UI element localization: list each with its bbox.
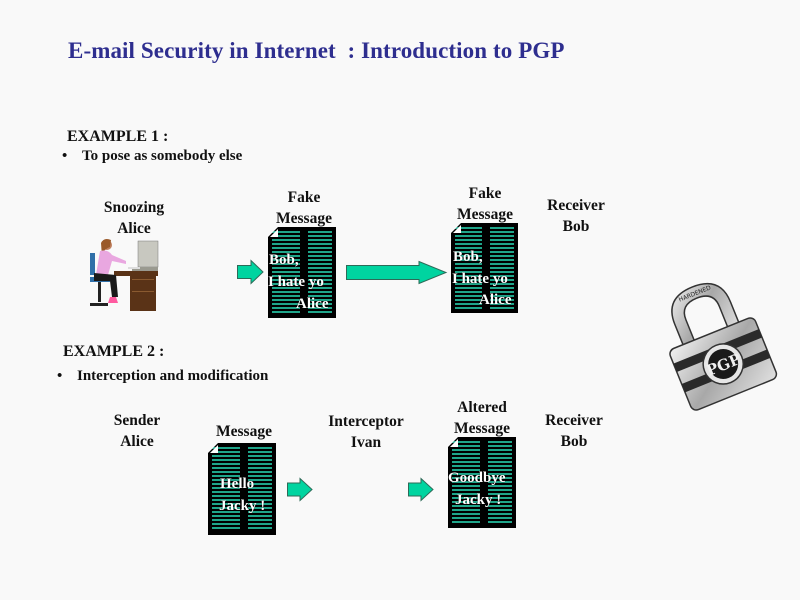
receiver-bob-label-1: Receiver Bob [534,195,618,237]
slide-title: E-mail Security in Internet : Introducti… [68,38,565,63]
label-line: Fake [287,189,321,206]
label-line: Receiver [547,197,605,214]
long-arrow-right-icon [346,260,448,285]
label-line: Message [276,210,332,227]
interceptor-ivan-label: Interceptor Ivan [314,411,418,453]
label-line: Bob [560,433,588,450]
example1-heading: EXAMPLE 1 : [67,128,169,145]
altered-message-label: Altered Message [440,397,524,439]
label-line: Alice [117,220,151,237]
message-line: Bob, [269,252,299,268]
message-line: Jacky ! [455,492,502,508]
original-message-document: Hello Jacky ! [208,443,276,535]
label-line: Altered [457,399,507,416]
message-line: Alice [296,296,329,312]
message-line: Bob, [453,249,483,265]
sender-alice-label: Sender Alice [95,410,179,452]
fake-message-document-1: Bob, I hate yo Alice [268,227,336,318]
message-line: Jacky ! [219,498,266,514]
label-line: Bob [562,218,590,235]
label-line: Message [454,420,510,437]
fake-message-document-2: Bob, I hate yo Alice [451,223,518,313]
message-line: I hate yo [268,274,324,290]
label-line: Fake [468,185,502,202]
bullet-icon: • [57,368,63,384]
message-line: Alice [479,292,512,308]
example1-bullet: • To pose as somebody else [62,148,242,165]
label-line: Message [457,206,513,223]
arrow-right-icon [237,259,264,285]
label-line: Interceptor [328,413,404,430]
receiver-bob-label-2: Receiver Bob [532,410,616,452]
label-line: Receiver [545,412,603,429]
altered-message-document: Goodbye Jacky ! [448,437,516,528]
alice-at-computer-icon [90,239,159,311]
example1-bullet-text: To pose as somebody else [82,148,243,164]
label-line: Ivan [350,434,382,451]
message-line: I hate yo [452,271,508,287]
example2-heading: EXAMPLE 2 : [63,343,165,360]
arrow-right-icon [408,477,434,502]
message-line: Hello [220,476,255,492]
snoozing-alice-label: Snoozing Alice [92,197,176,239]
example2-bullet-text: Interception and modification [77,368,269,384]
label-line: Sender [113,412,161,429]
fake-message-label-2: Fake Message [443,183,527,225]
message-label: Message [216,423,272,440]
arrow-right-icon [287,477,313,502]
label-line: Snoozing [103,199,165,216]
bullet-icon: • [62,148,68,164]
pgp-padlock-icon: HARDENED PGP [669,282,778,411]
label-line: Alice [120,433,154,450]
message-line: Goodbye [448,470,506,486]
fake-message-label-1: Fake Message [262,187,346,229]
example2-bullet: • Interception and modification [57,368,268,385]
